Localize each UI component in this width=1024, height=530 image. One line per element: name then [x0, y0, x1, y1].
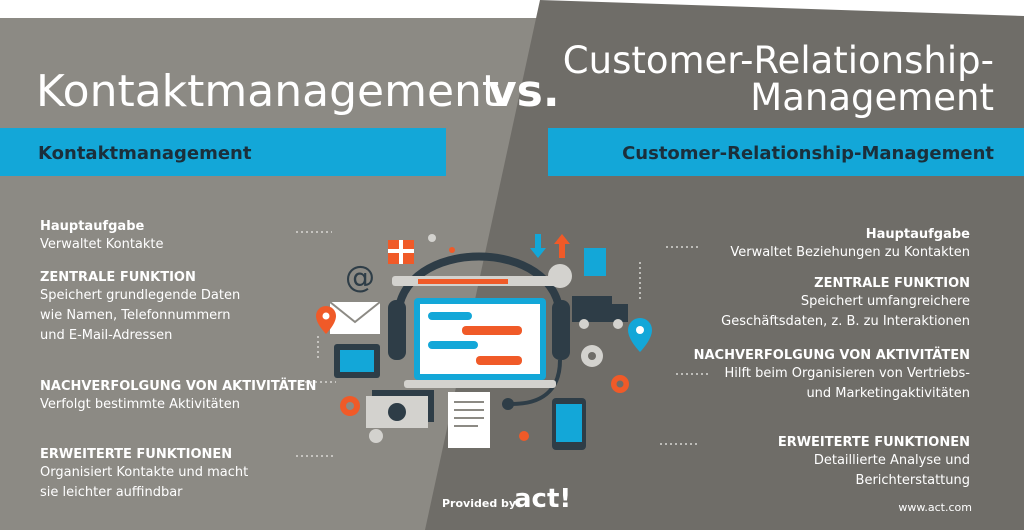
left-text-main-task: Verwaltet Kontakte [40, 237, 164, 252]
left-heading-core-function: ZENTRALE FUNKTION [40, 270, 196, 285]
right-heading-extended-functions: ERWEITERTE FUNKTIONEN [777, 435, 970, 450]
smartphone-icon [552, 398, 586, 450]
right-block-activity-tracking: NACHVERFOLGUNG VON AKTIVITÄTEN Hilft bei… [694, 347, 970, 404]
document-icon [448, 392, 490, 448]
left-heading-main-task: Hauptaufgabe [40, 219, 145, 234]
headset-icon [388, 252, 570, 410]
at-sign-icon: @ [345, 260, 375, 295]
band-right [548, 128, 1024, 176]
title-right-line1: Customer-Relationship- [562, 39, 994, 82]
right-text-extended-functions-1: Detaillierte Analyse und [813, 453, 970, 468]
website-url[interactable]: www.act.com [898, 501, 972, 514]
right-text-core-function-1: Speichert umfangreichere [800, 294, 970, 309]
left-text-activity-tracking: Verfolgt bestimmte Aktivitäten [40, 397, 240, 412]
band-label-right: Customer-Relationship-Management [622, 143, 994, 164]
truck-icon [572, 296, 628, 329]
left-text-core-function-1: Speichert grundlegende Daten [40, 288, 241, 303]
right-text-core-function-2: Geschäftsdaten, z. B. zu Interaktionen [721, 314, 970, 329]
calculator-icon [334, 344, 380, 378]
right-text-extended-functions-2: Berichterstattung [855, 473, 970, 488]
title-vs: vs. [488, 66, 560, 117]
right-heading-core-function: ZENTRALE FUNKTION [814, 276, 970, 291]
act-logo: act! [514, 484, 572, 514]
laptop-chat-icon [404, 298, 556, 388]
title-right-line2: Management [750, 76, 994, 119]
right-heading-main-task: Hauptaufgabe [865, 227, 970, 242]
right-text-main-task: Verwaltet Beziehungen zu Kontakten [730, 245, 970, 260]
left-text-extended-functions-2: sie leichter auffindbar [40, 485, 183, 500]
title-right: Customer-Relationship- Management [514, 42, 994, 116]
left-block-activity-tracking: NACHVERFOLGUNG VON AKTIVITÄTEN Verfolgt … [40, 378, 316, 415]
left-block-core-function: ZENTRALE FUNKTION Speichert grundlegende… [40, 269, 240, 346]
left-text-extended-functions-1: Organisiert Kontakte und macht [40, 465, 249, 480]
left-heading-extended-functions: ERWEITERTE FUNKTIONEN [40, 447, 233, 462]
left-heading-activity-tracking: NACHVERFOLGUNG VON AKTIVITÄTEN [40, 379, 317, 394]
band-label-left: Kontaktmanagement [38, 143, 252, 164]
title-left: Kontaktmanagement [36, 66, 500, 117]
right-text-activity-tracking-1: Hilft beim Organisieren von Vertriebs- [724, 366, 970, 381]
envelope-icon [329, 301, 381, 334]
left-block-extended-functions: ERWEITERTE FUNKTIONEN Organisiert Kontak… [40, 446, 248, 503]
arrow-down-icon [530, 234, 546, 258]
right-heading-activity-tracking: NACHVERFOLGUNG VON AKTIVITÄTEN [693, 348, 970, 363]
right-text-activity-tracking-2: und Marketingaktivitäten [806, 386, 970, 401]
svg-text:@: @ [345, 260, 375, 295]
wrench-icon [392, 264, 572, 288]
money-icon [366, 390, 434, 428]
band-left [0, 128, 446, 176]
gift-icon [388, 240, 414, 264]
right-block-core-function: ZENTRALE FUNKTION Speichert umfangreiche… [721, 275, 970, 332]
right-block-main-task: Hauptaufgabe Verwaltet Beziehungen zu Ko… [730, 226, 970, 263]
left-text-core-function-3: und E-Mail-Adressen [40, 328, 173, 343]
left-text-core-function-2: wie Namen, Telefonnummern [40, 308, 231, 323]
arrow-up-icon [554, 234, 570, 258]
location-pin-icon [316, 306, 336, 334]
provided-by-label: Provided by [442, 497, 517, 510]
right-block-extended-functions: ERWEITERTE FUNKTIONEN Detaillierte Analy… [778, 434, 970, 491]
gear-icon [340, 396, 360, 416]
left-block-main-task: Hauptaufgabe Verwaltet Kontakte [40, 218, 164, 255]
